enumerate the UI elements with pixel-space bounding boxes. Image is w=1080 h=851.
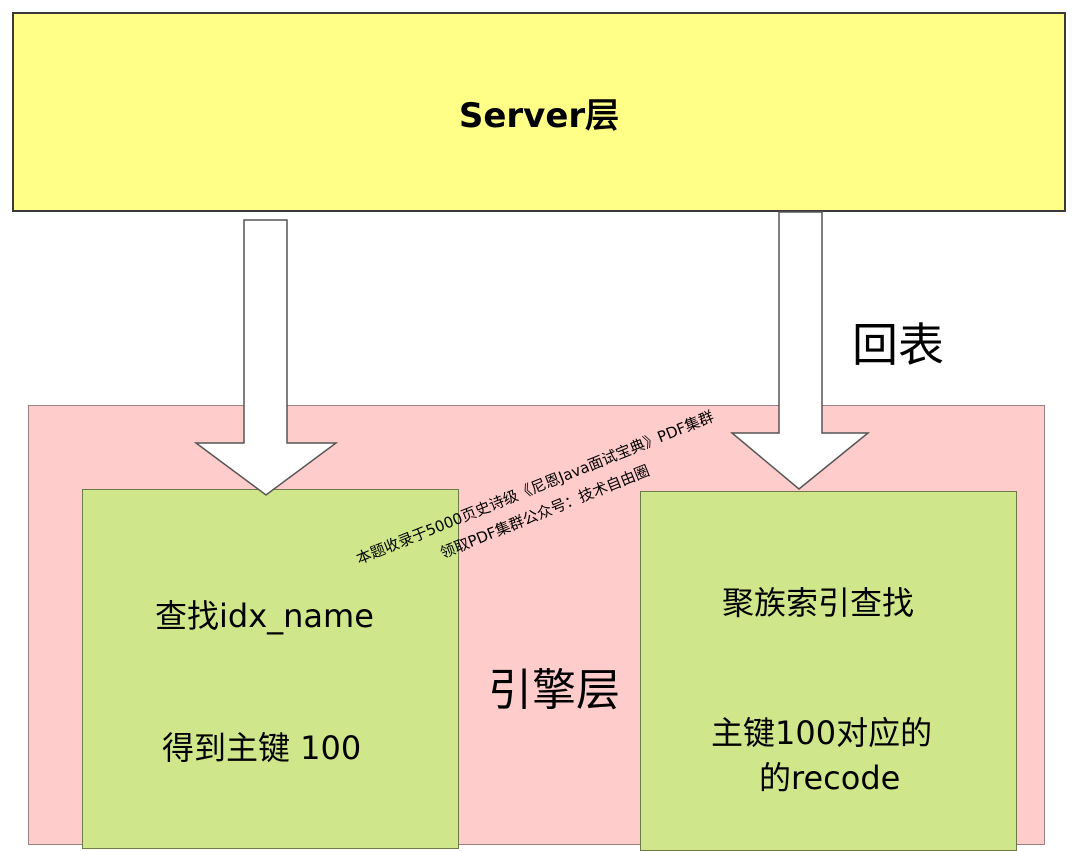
left-down-arrow	[193, 219, 339, 496]
right-down-arrow	[729, 211, 871, 490]
server-layer: Server层	[12, 12, 1066, 212]
primary-key-record-text-1: 主键100对应的	[711, 714, 933, 752]
index-lookup-box	[82, 489, 459, 849]
index-lookup-text: 查找idx_name	[155, 597, 374, 635]
clustered-index-box	[640, 491, 1017, 851]
clustered-lookup-text: 聚族索引查找	[722, 584, 915, 622]
engine-layer-title: 引擎层	[488, 665, 620, 716]
primary-key-result-text: 得到主键 100	[162, 729, 362, 767]
server-layer-title: Server层	[458, 95, 620, 136]
primary-key-record-text-2: 的recode	[759, 759, 901, 797]
return-to-table-label: 回表	[852, 318, 944, 372]
